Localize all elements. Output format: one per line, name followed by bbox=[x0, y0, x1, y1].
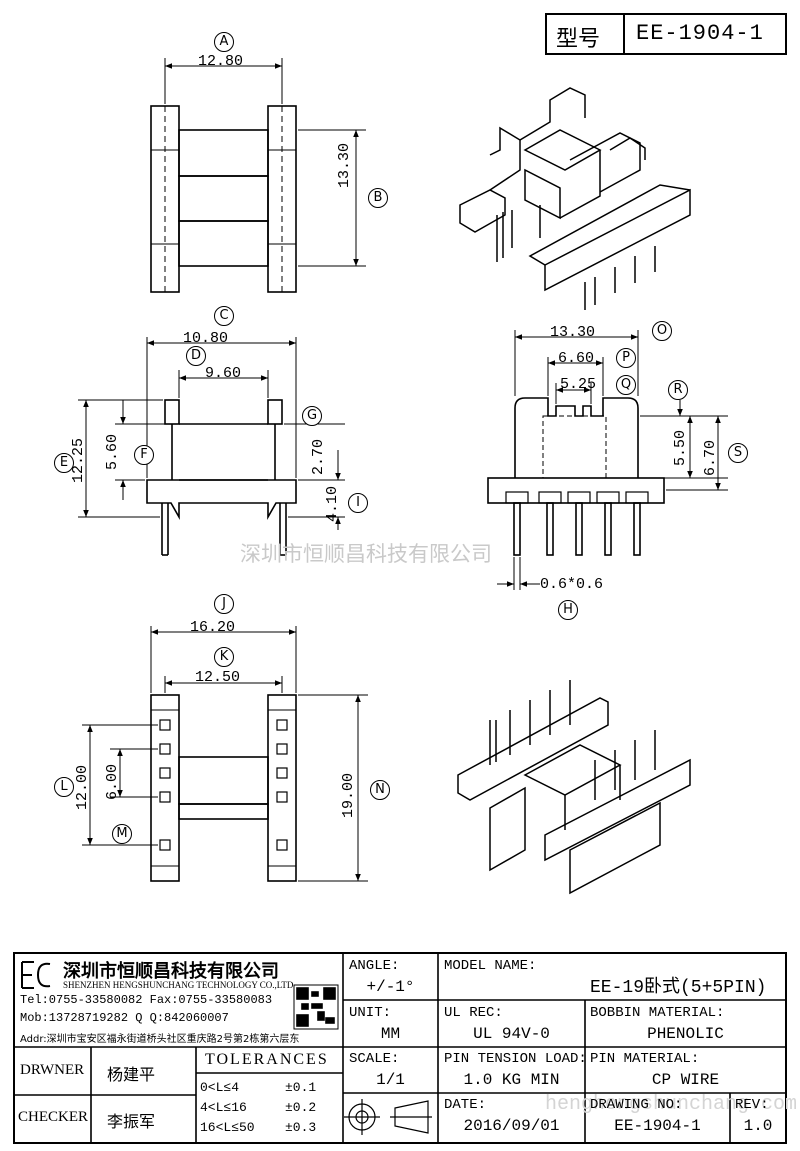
projection-symbol bbox=[344, 1099, 432, 1135]
tolerance-value-1: ±0.1 bbox=[285, 1080, 317, 1095]
checker-label: CHECKER bbox=[18, 1109, 89, 1125]
callout-q: Q bbox=[616, 375, 636, 395]
scale-label: SCALE: bbox=[349, 1051, 400, 1067]
model-header-box bbox=[545, 13, 787, 55]
tolerance-range-3: 16<L≤50 bbox=[200, 1120, 255, 1135]
callout-p: P bbox=[616, 348, 636, 368]
model-label: 型号 bbox=[556, 27, 601, 52]
callout-b: B bbox=[368, 188, 388, 208]
pin-tension-label: PIN TENSION LOAD: bbox=[444, 1051, 587, 1067]
callout-m: M bbox=[112, 824, 132, 844]
watermark-url: henghongshunchang.com bbox=[545, 1093, 798, 1116]
dim-g-value: 2.70 bbox=[310, 438, 327, 475]
dim-n-value: 19.00 bbox=[340, 772, 357, 818]
date-label: DATE: bbox=[444, 1097, 487, 1113]
dim-h-value: 0.6*0.6 bbox=[540, 576, 604, 593]
scale-value: 1/1 bbox=[376, 1071, 405, 1089]
dim-c-value: 10.80 bbox=[183, 330, 229, 347]
tolerance-value-2: ±0.2 bbox=[285, 1100, 317, 1115]
watermark-text: 深圳市恒顺昌科技有限公司 bbox=[240, 542, 492, 566]
dim-j-value: 16.20 bbox=[190, 619, 236, 636]
company-tel: Tel:0755-33580082 Fax:0755-33580083 bbox=[20, 993, 273, 1007]
callout-g: G bbox=[302, 406, 322, 426]
tolerances-label: TOLERANCES bbox=[205, 1051, 329, 1068]
callout-r: R bbox=[668, 380, 688, 400]
ul-rec-value: UL 94V-0 bbox=[473, 1025, 550, 1043]
callout-o: O bbox=[652, 321, 672, 341]
callout-f: F bbox=[134, 445, 154, 465]
callout-s: S bbox=[728, 443, 748, 463]
drawing-no-label: DRAWING NO: bbox=[590, 1097, 683, 1113]
dim-d-value: 9.60 bbox=[205, 365, 242, 382]
callout-c: C bbox=[214, 306, 234, 326]
qr-code bbox=[293, 984, 339, 1030]
company-logo bbox=[21, 961, 51, 989]
tolerance-range-2: 4<L≤16 bbox=[200, 1100, 247, 1115]
dim-p-value: 6.60 bbox=[558, 350, 595, 367]
date-value: 2016/09/01 bbox=[463, 1117, 560, 1135]
top-view bbox=[150, 58, 366, 293]
checker-name: 李振军 bbox=[107, 1112, 156, 1131]
unit-value: MM bbox=[380, 1025, 401, 1043]
callout-n: N bbox=[370, 780, 390, 800]
drawing-no-value: EE-1904-1 bbox=[614, 1117, 701, 1135]
unit-label: UNIT: bbox=[349, 1005, 392, 1021]
callout-a: A bbox=[214, 32, 234, 52]
angle-label: ANGLE: bbox=[349, 958, 400, 974]
company-name-en: SHENZHEN HENGSHUNCHANG TECHNOLOGY CO.,LT… bbox=[63, 980, 294, 990]
ul-rec-label: UL REC: bbox=[444, 1005, 503, 1021]
company-name-cn: 深圳市恒顺昌科技有限公司 bbox=[63, 961, 279, 982]
bobbin-material-value: PHENOLIC bbox=[647, 1025, 724, 1043]
rev-value: 1.0 bbox=[743, 1117, 773, 1135]
model-number: EE-1904-1 bbox=[636, 21, 764, 46]
dim-o-value: 13.30 bbox=[550, 324, 596, 341]
front-view bbox=[78, 337, 345, 556]
title-block-grid bbox=[13, 952, 787, 1144]
company-mob: Mob:13728719282 Q Q:842060007 bbox=[20, 1011, 229, 1025]
drawer-name: 杨建平 bbox=[107, 1065, 156, 1084]
side-view bbox=[487, 330, 728, 590]
callout-l: L bbox=[54, 777, 74, 797]
dim-a-value: 12.80 bbox=[198, 53, 244, 70]
bobbin-material-label: BOBBIN MATERIAL: bbox=[590, 1005, 725, 1021]
model-name-label: MODEL NAME: bbox=[444, 958, 537, 974]
dim-s-value: 6.70 bbox=[702, 439, 719, 476]
dim-b-value: 13.30 bbox=[336, 142, 353, 188]
callout-k: K bbox=[214, 647, 234, 667]
dim-m-value: 6.00 bbox=[104, 763, 121, 800]
isometric-view-bottom bbox=[457, 680, 691, 895]
pin-tension-value: 1.0 KG MIN bbox=[463, 1071, 560, 1089]
model-name-value: EE-19卧式(5+5PIN) bbox=[590, 978, 767, 998]
callout-d: D bbox=[186, 346, 206, 366]
rev-label: REV: bbox=[735, 1097, 769, 1113]
dim-f-value: 5.60 bbox=[104, 433, 121, 470]
dim-q-value: 5.25 bbox=[560, 376, 597, 393]
bottom-view bbox=[82, 626, 368, 882]
isometric-view-top bbox=[459, 87, 691, 310]
company-address: Addr:深圳市宝安区福永街道桥头社区重庆路2号第2栋第六层东 bbox=[20, 1034, 300, 1045]
dim-l-value: 12.00 bbox=[74, 764, 91, 810]
dim-k-value: 12.50 bbox=[195, 669, 241, 686]
drawer-label: DRWNER bbox=[20, 1062, 85, 1078]
callout-j: J bbox=[214, 594, 234, 614]
angle-value: +/-1° bbox=[366, 978, 415, 996]
dim-i-value: 4.10 bbox=[324, 485, 341, 522]
tolerance-value-3: ±0.3 bbox=[285, 1120, 317, 1135]
callout-h: H bbox=[558, 600, 578, 620]
pin-material-value: CP WIRE bbox=[651, 1071, 720, 1089]
tolerance-range-1: 0<L≤4 bbox=[200, 1080, 240, 1095]
dim-r-value: 5.50 bbox=[672, 429, 689, 466]
callout-e: E bbox=[54, 453, 74, 473]
pin-material-label: PIN MATERIAL: bbox=[590, 1051, 700, 1067]
callout-i: I bbox=[348, 493, 368, 513]
